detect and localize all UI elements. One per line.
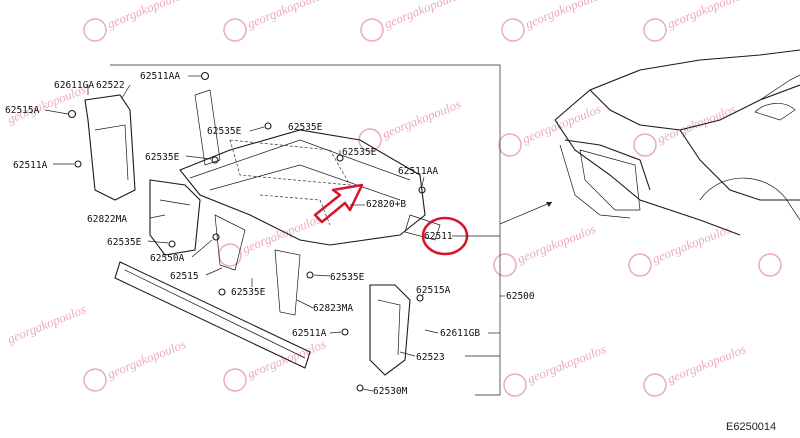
watermark-text: georgakopoulos <box>382 0 465 31</box>
highlight-arrow <box>313 183 364 224</box>
part-label: 62515 <box>170 271 199 282</box>
part-label: 62511AA <box>140 71 180 82</box>
part-label: 62822MA <box>87 214 127 225</box>
car-illustration <box>554 49 800 236</box>
part-label: 62535E <box>330 272 365 283</box>
watermark-text: georgakopoulos <box>525 341 608 386</box>
watermark-text: georgakopoulos <box>520 101 603 146</box>
diagram-code: E6250014 <box>726 421 776 433</box>
part-label: 62535E <box>207 126 242 137</box>
radiator-core-support <box>179 89 441 316</box>
watermark-text: georgakopoulos <box>523 0 606 31</box>
part-label: 62515A <box>416 285 451 296</box>
part-label: 62511AA <box>398 166 438 177</box>
part-label: 62820+B <box>366 199 406 210</box>
part-label: 62611GB <box>440 328 480 339</box>
part-label: 62535E <box>231 287 266 298</box>
part-label: 62535E <box>145 152 180 163</box>
watermark-text: georgakopoulos <box>105 0 188 31</box>
part-label: 62511A <box>13 160 48 171</box>
part-label: 62515A <box>5 105 40 116</box>
watermark-text: georgakopoulos <box>665 0 748 31</box>
part-label: 62535E <box>342 147 377 158</box>
part-labels: 62611GA 62522 62511AA 62515A 62535E 6253… <box>5 71 535 397</box>
part-label: 62511 <box>424 231 453 242</box>
part-label: 62511A <box>292 328 327 339</box>
watermark-text: georgakopoulos <box>515 221 598 266</box>
part-label: 62530M <box>373 386 408 397</box>
callout-arrow-line <box>499 201 553 225</box>
watermark-text: georgakopoulos <box>240 211 323 256</box>
leader-lines <box>44 75 505 392</box>
left-air-guide <box>84 94 201 256</box>
watermark-text: georgakopoulos <box>245 0 328 31</box>
watermark-text: georgakopoulos <box>665 341 748 386</box>
part-label: 62823MA <box>313 303 353 314</box>
part-label: 62535E <box>107 237 142 248</box>
assembly-bracket-line <box>110 64 501 396</box>
part-label: 62500 <box>506 291 535 302</box>
part-label: 62550A <box>150 253 185 264</box>
watermark-text: georgakopoulos <box>105 336 188 381</box>
part-label: 62523 <box>416 352 445 363</box>
watermark-text: georgakopoulos <box>380 96 463 141</box>
lower-cross-bar <box>114 261 311 369</box>
callout-arrowhead <box>546 202 552 207</box>
part-label: 62522 <box>96 80 125 91</box>
watermark-text: georgakopoulos <box>655 101 738 146</box>
right-air-guide <box>369 284 411 376</box>
fasteners <box>67 71 426 392</box>
part-label: 62611GA <box>54 80 94 91</box>
part-label: 62535E <box>288 122 323 133</box>
watermark-text: georgakopoulos <box>5 301 88 346</box>
